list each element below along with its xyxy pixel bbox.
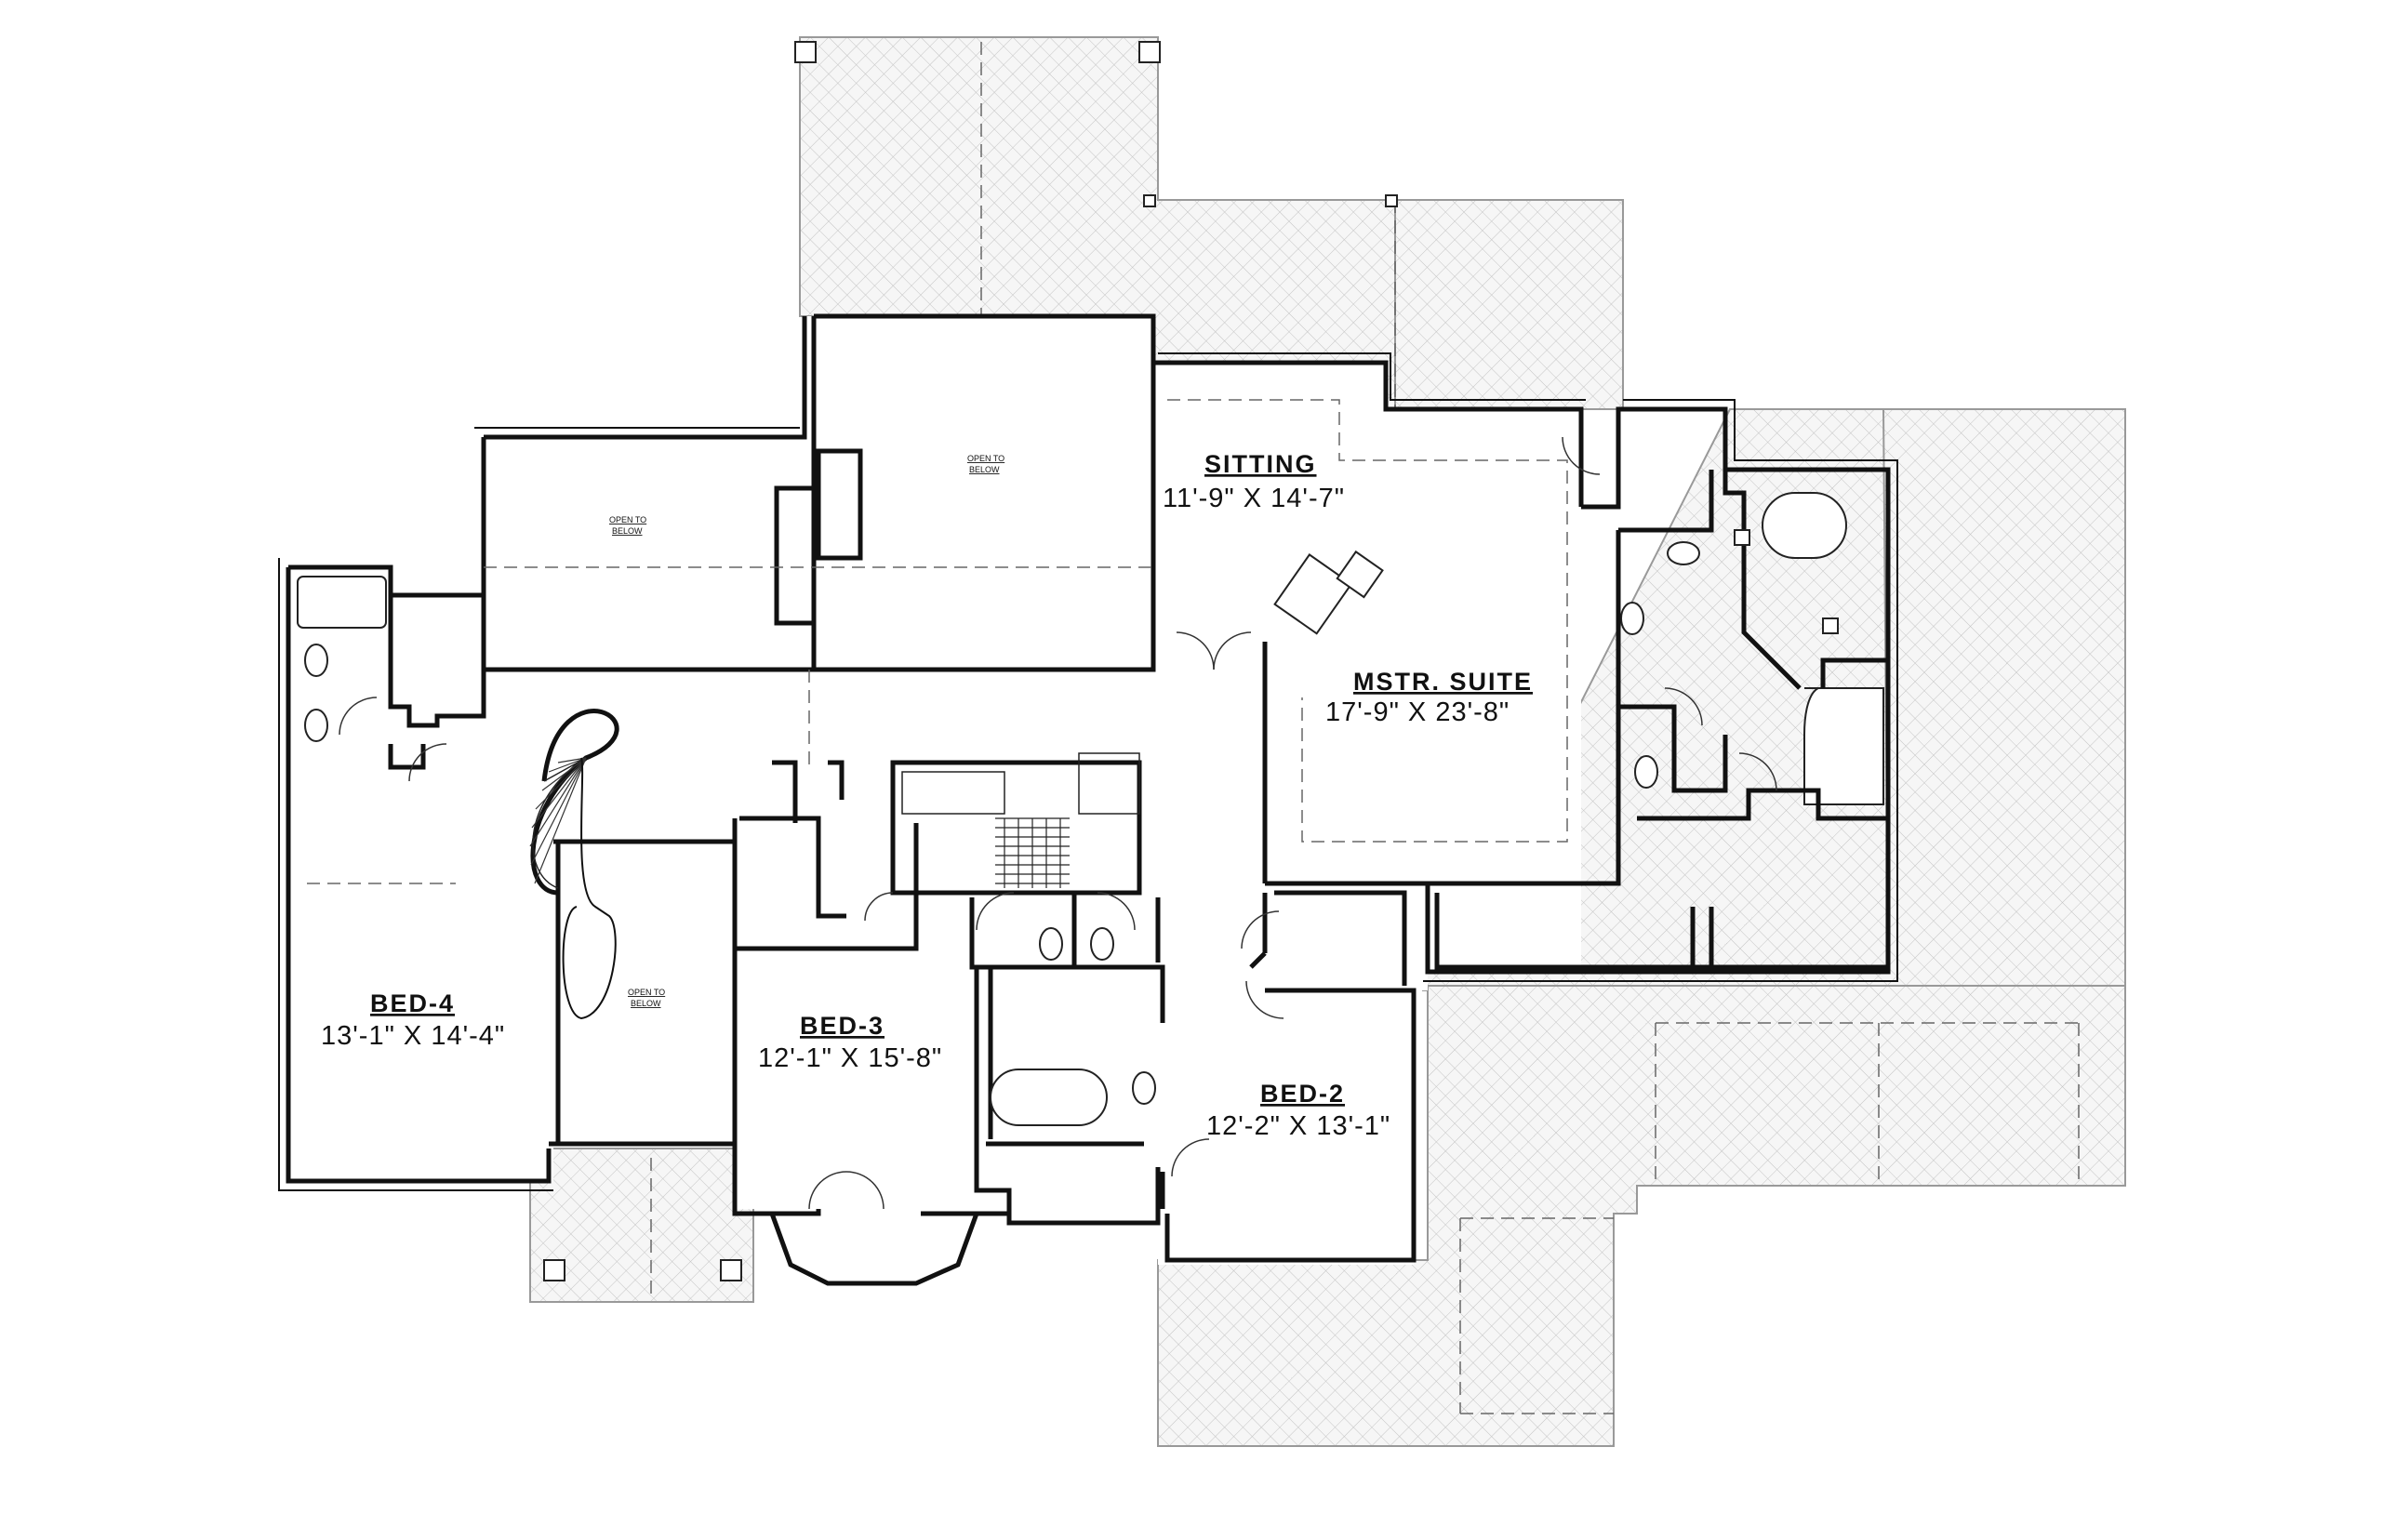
- columns: [543, 41, 1839, 1281]
- room-labels: SITTING 11'-9" X 14'-7" MSTR. SUITE 17'-…: [321, 450, 1533, 1141]
- room-dims-bed3: 12'-1" X 15'-8": [758, 1043, 942, 1073]
- bathtub-master: [1762, 492, 1847, 559]
- door-swings: [339, 436, 1777, 1210]
- bathtub-bed2: [990, 1069, 1108, 1126]
- curved-stair: [529, 709, 619, 1020]
- ceiling-lines: [307, 399, 1568, 884]
- room-name-bed2: BED-2: [1260, 1080, 1345, 1108]
- room-name-bed3: BED-3: [800, 1012, 885, 1040]
- shower-master: [1803, 687, 1884, 805]
- open-below-label-a2: OPEN TO: [967, 454, 1004, 463]
- open-below-label-b2: BELOW: [969, 465, 1000, 474]
- room-dims-bed4: 13'-1" X 14'-4": [321, 1021, 505, 1051]
- room-dims-sitting: 11'-9" X 14'-7": [1163, 484, 1345, 513]
- roof-dashes: [650, 42, 2080, 1414]
- toilet-bed4: [304, 644, 328, 677]
- sink-master-2: [1620, 602, 1644, 635]
- sink-bed4: [304, 709, 328, 742]
- fireplace: [1273, 553, 1353, 635]
- straight-stair: [890, 752, 1142, 896]
- open-below-label-a1: OPEN TO: [609, 515, 646, 524]
- room-dims-master: 17'-9" X 23'-8": [1325, 697, 1510, 727]
- exterior-walls: [278, 313, 1898, 1286]
- room-name-sitting: SITTING: [1204, 450, 1317, 478]
- interior-walls: [388, 470, 1888, 1023]
- open-below-label-b3: BELOW: [631, 999, 661, 1008]
- bathtub-bed4: [297, 576, 387, 629]
- chimney: [1336, 550, 1384, 599]
- toilet-bed2: [1132, 1071, 1156, 1105]
- toilet-master: [1634, 755, 1658, 789]
- fixtures: [297, 492, 1884, 1126]
- room-name-bed4: BED-4: [370, 989, 455, 1017]
- sink-hall-2: [1090, 927, 1114, 961]
- roof-bottom-left: [529, 1148, 754, 1303]
- open-below-label-a3: OPEN TO: [628, 988, 665, 997]
- room-name-master: MSTR. SUITE: [1353, 668, 1533, 696]
- roof-top-right: [1394, 199, 1624, 410]
- sink-master-1: [1667, 541, 1700, 565]
- sink-hall-1: [1039, 927, 1063, 961]
- room-dims-bed2: 12'-2" X 13'-1": [1206, 1111, 1390, 1141]
- open-below-label-b1: BELOW: [612, 526, 643, 536]
